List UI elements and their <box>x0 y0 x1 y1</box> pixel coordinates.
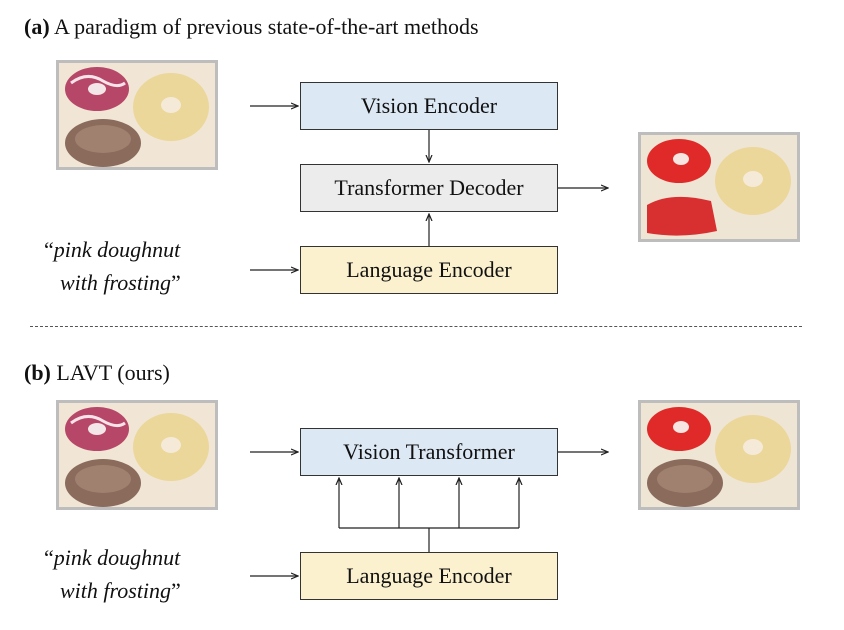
section-b-title: LAVT (ours) <box>56 360 170 385</box>
language-encoder-label-b: Language Encoder <box>346 563 512 588</box>
query-text-b: “pink doughnut with frosting” <box>44 541 181 607</box>
vision-transformer-label: Vision Transformer <box>343 439 515 464</box>
input-image-b <box>56 400 218 510</box>
section-b-label: (b) <box>24 360 51 385</box>
segmented-doughnuts-photo <box>641 403 797 507</box>
doughnuts-photo <box>59 63 215 167</box>
query-line-2-b: with frosting” <box>60 578 181 603</box>
vision-encoder-label: Vision Encoder <box>360 93 498 118</box>
query-text-a: “pink doughnut with frosting” <box>44 233 181 299</box>
input-image-a <box>56 60 218 170</box>
segmented-doughnuts-photo <box>641 135 797 239</box>
query-line-1-b: “pink doughnut <box>44 545 181 570</box>
transformer-decoder-label: Transformer Decoder <box>334 175 524 200</box>
output-mask-image-a <box>638 132 800 242</box>
query-line-1-a: “pink doughnut <box>44 237 181 262</box>
language-encoder-box-b: Language Encoder <box>300 552 558 600</box>
language-encoder-label-a: Language Encoder <box>346 257 512 282</box>
vision-transformer-box: Vision Transformer <box>300 428 558 476</box>
section-a-title: A paradigm of previous state-of-the-art … <box>53 14 479 39</box>
doughnuts-photo <box>59 403 215 507</box>
query-line-2-a: with frosting” <box>60 270 181 295</box>
transformer-decoder-box: Transformer Decoder <box>300 164 558 212</box>
section-divider <box>30 326 802 327</box>
section-b-heading: (b) LAVT (ours) <box>24 360 170 386</box>
section-a-heading: (a) A paradigm of previous state-of-the-… <box>24 14 479 40</box>
language-encoder-box-a: Language Encoder <box>300 246 558 294</box>
vision-encoder-box: Vision Encoder <box>300 82 558 130</box>
section-a-label: (a) <box>24 14 50 39</box>
output-mask-image-b <box>638 400 800 510</box>
